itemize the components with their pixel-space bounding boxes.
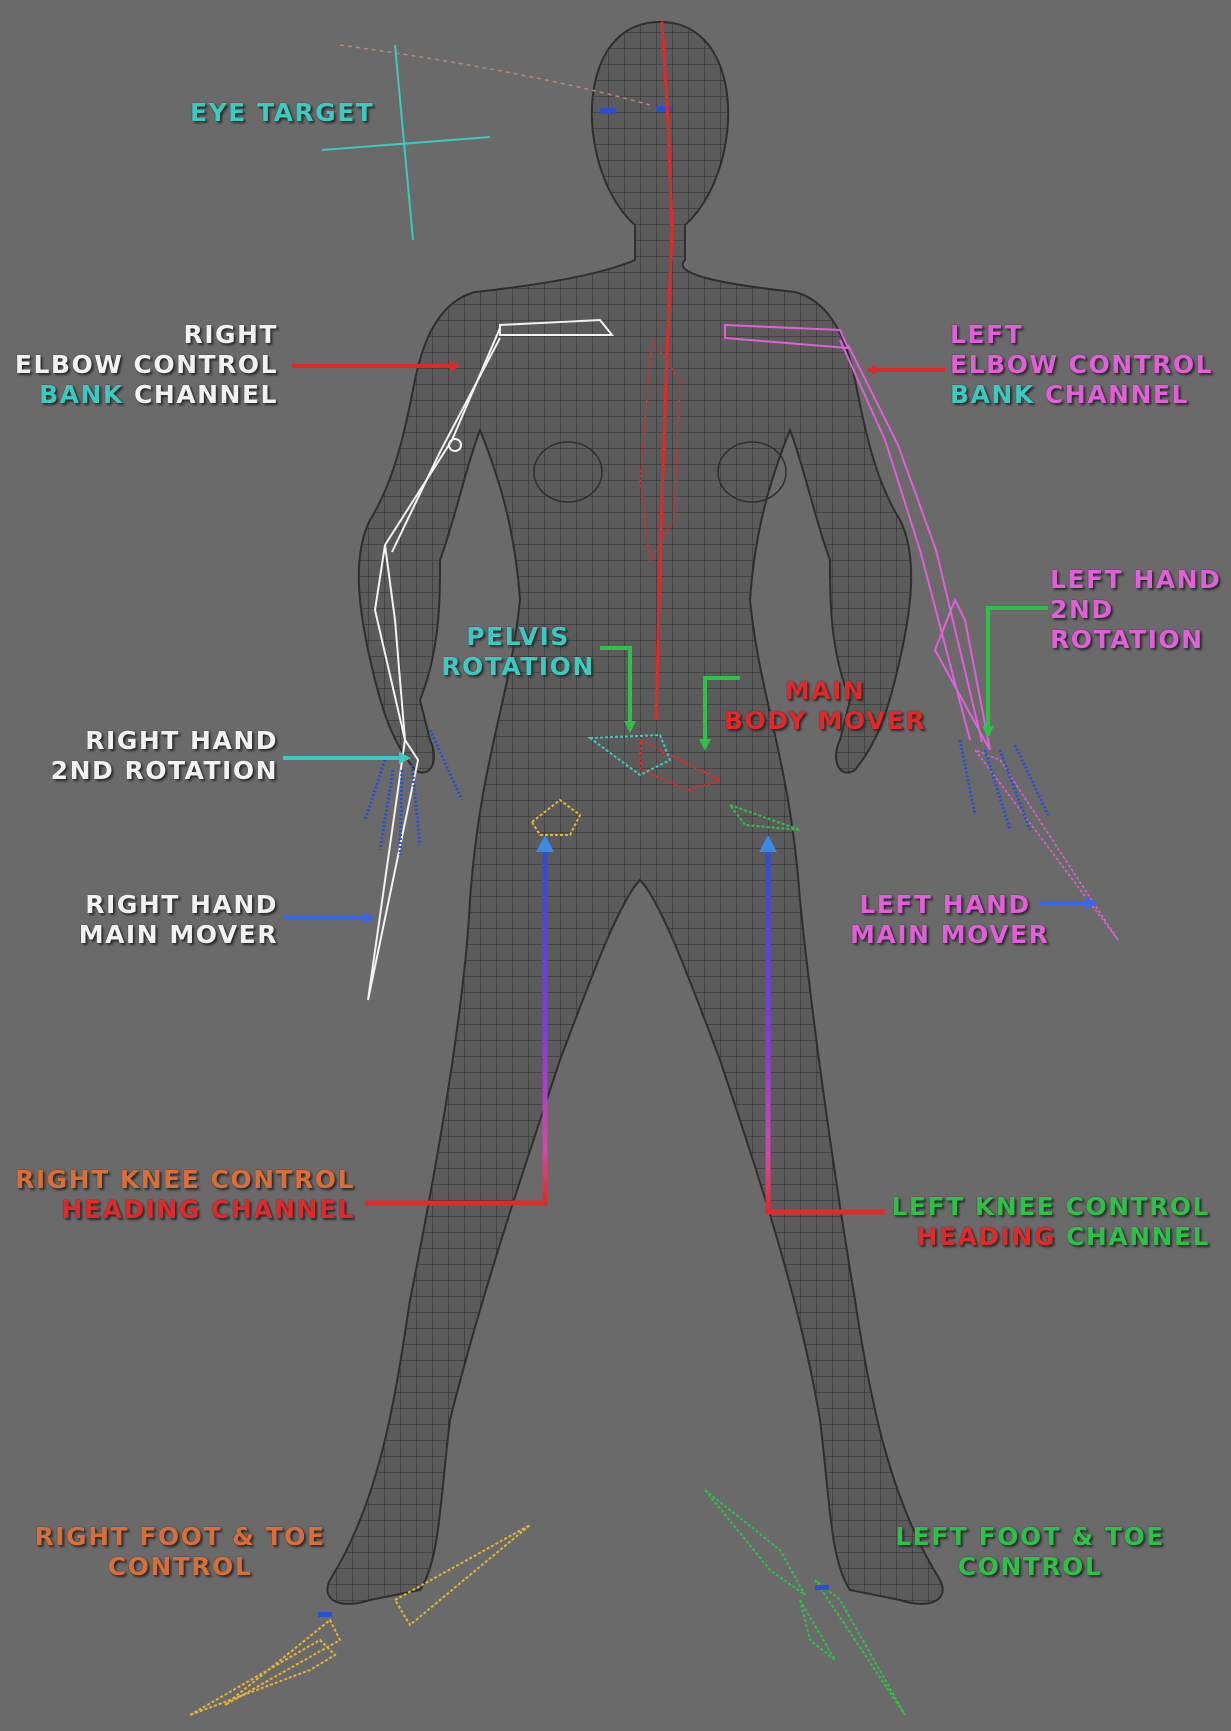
- pelvis-rotation-line2: ROTATION: [436, 652, 600, 682]
- right-hand-rotation-line2: 2ND ROTATION: [10, 756, 278, 786]
- right-elbow-channel: CHANNEL: [134, 380, 278, 409]
- right-foot-label: RIGHT FOOT & TOE CONTROL: [20, 1522, 340, 1582]
- right-hand-main-line1: RIGHT HAND: [10, 890, 278, 920]
- left-knee-line2: HEADING CHANNEL: [880, 1222, 1210, 1252]
- pelvis-rotation-line1: PELVIS: [436, 622, 600, 652]
- left-knee-heading: HEADING: [916, 1222, 1055, 1251]
- left-elbow-line1: LEFT: [950, 320, 1213, 350]
- left-hand-rotation-line1: LEFT HAND: [1050, 565, 1221, 595]
- main-body-mover-label: MAIN BODY MOVER: [720, 676, 930, 736]
- right-knee-label: RIGHT KNEE CONTROL HEADING CHANNEL: [10, 1165, 355, 1225]
- left-elbow-line3: BANK CHANNEL: [950, 380, 1213, 410]
- left-elbow-channel: CHANNEL: [1045, 380, 1189, 409]
- pelvis-rotation-label: PELVIS ROTATION: [436, 622, 600, 682]
- left-knee-line1: LEFT KNEE CONTROL: [880, 1192, 1210, 1222]
- left-foot-label: LEFT FOOT & TOE CONTROL: [880, 1522, 1180, 1582]
- right-foot-line2: CONTROL: [20, 1552, 340, 1582]
- left-hand-rotation-line3: ROTATION: [1050, 625, 1221, 655]
- left-hand-main-label: LEFT HAND MAIN MOVER: [850, 890, 1040, 950]
- right-hand-main-label: RIGHT HAND MAIN MOVER: [10, 890, 278, 950]
- left-toe-marker: [815, 1585, 829, 1590]
- right-elbow-line2: ELBOW CONTROL: [10, 350, 278, 380]
- left-elbow-bank: BANK: [950, 380, 1035, 409]
- body-mesh: [327, 22, 942, 1604]
- left-hand-rotation-line2: 2ND: [1050, 595, 1221, 625]
- main-body-mover-line1: MAIN: [720, 676, 930, 706]
- left-hand-fingers: [960, 740, 1048, 830]
- right-hand-rotation-label: RIGHT HAND 2ND ROTATION: [10, 726, 278, 786]
- left-hand-rotation-label: LEFT HAND 2ND ROTATION: [1050, 565, 1221, 655]
- left-foot-line1: LEFT FOOT & TOE: [880, 1522, 1180, 1552]
- right-hand-rotation-line1: RIGHT HAND: [10, 726, 278, 756]
- eye-target-label: EYE TARGET: [190, 98, 374, 128]
- left-elbow-line2: ELBOW CONTROL: [950, 350, 1213, 380]
- right-hand-main-line2: MAIN MOVER: [10, 920, 278, 950]
- right-elbow-label: RIGHT ELBOW CONTROL BANK CHANNEL: [10, 320, 278, 410]
- right-knee-line1: RIGHT KNEE CONTROL: [10, 1165, 355, 1195]
- main-body-mover-line2: BODY MOVER: [720, 706, 930, 736]
- right-elbow-bank: BANK: [39, 380, 124, 409]
- right-knee-line2: HEADING CHANNEL: [10, 1195, 355, 1225]
- left-elbow-label: LEFT ELBOW CONTROL BANK CHANNEL: [950, 320, 1213, 410]
- left-foot-line2: CONTROL: [880, 1552, 1180, 1582]
- left-hand-main-line2: MAIN MOVER: [850, 920, 1040, 950]
- right-elbow-line3: BANK CHANNEL: [10, 380, 278, 410]
- left-hand-rotation-arrow: [988, 608, 1048, 735]
- right-foot-line1: RIGHT FOOT & TOE: [20, 1522, 340, 1552]
- right-toe-marker: [318, 1612, 332, 1617]
- eye-target-crosshair: [322, 45, 490, 240]
- left-hand-main-line1: LEFT HAND: [850, 890, 1040, 920]
- right-elbow-line1: RIGHT: [10, 320, 278, 350]
- left-knee-channel: CHANNEL: [1066, 1222, 1210, 1251]
- left-knee-label: LEFT KNEE CONTROL HEADING CHANNEL: [880, 1192, 1210, 1252]
